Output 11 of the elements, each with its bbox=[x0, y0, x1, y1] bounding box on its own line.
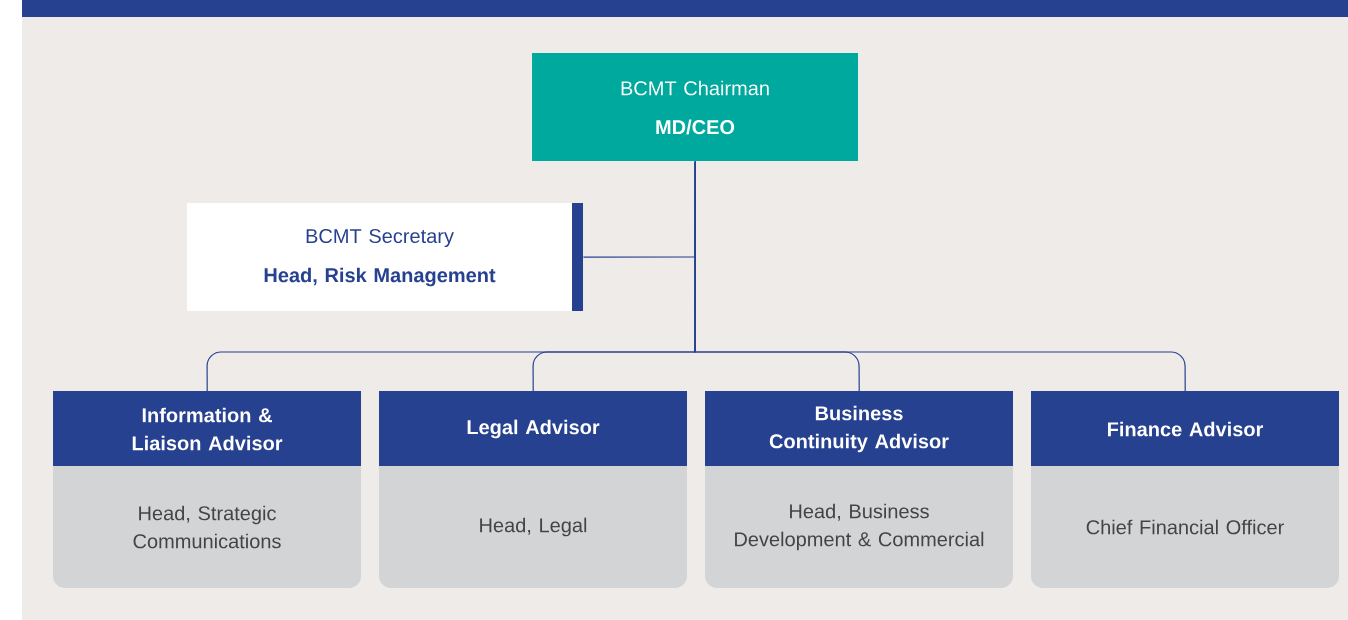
node-label: Business bbox=[815, 405, 903, 421]
advisor-card: Legal Advisor Head, Legal bbox=[379, 391, 687, 588]
advisor-card: Information & Liaison Advisor Head, Strategic Communications bbox=[53, 391, 361, 588]
advisor-card: Business Continuity Advisor Head, Business Development & Commercial bbox=[705, 391, 1013, 588]
secretary-box: BCMT Secretary Head, Risk Management bbox=[187, 203, 583, 311]
connector-line bbox=[694, 160, 1186, 392]
node-label: Legal Advisor bbox=[467, 419, 600, 439]
node-label: Finance Advisor bbox=[1107, 421, 1264, 437]
node-label: Information & bbox=[142, 407, 272, 423]
advisor-card: Finance Advisor Chief Financial Officer bbox=[1031, 391, 1339, 588]
chairman-box: BCMT Chairman MD/CEO bbox=[532, 53, 858, 161]
